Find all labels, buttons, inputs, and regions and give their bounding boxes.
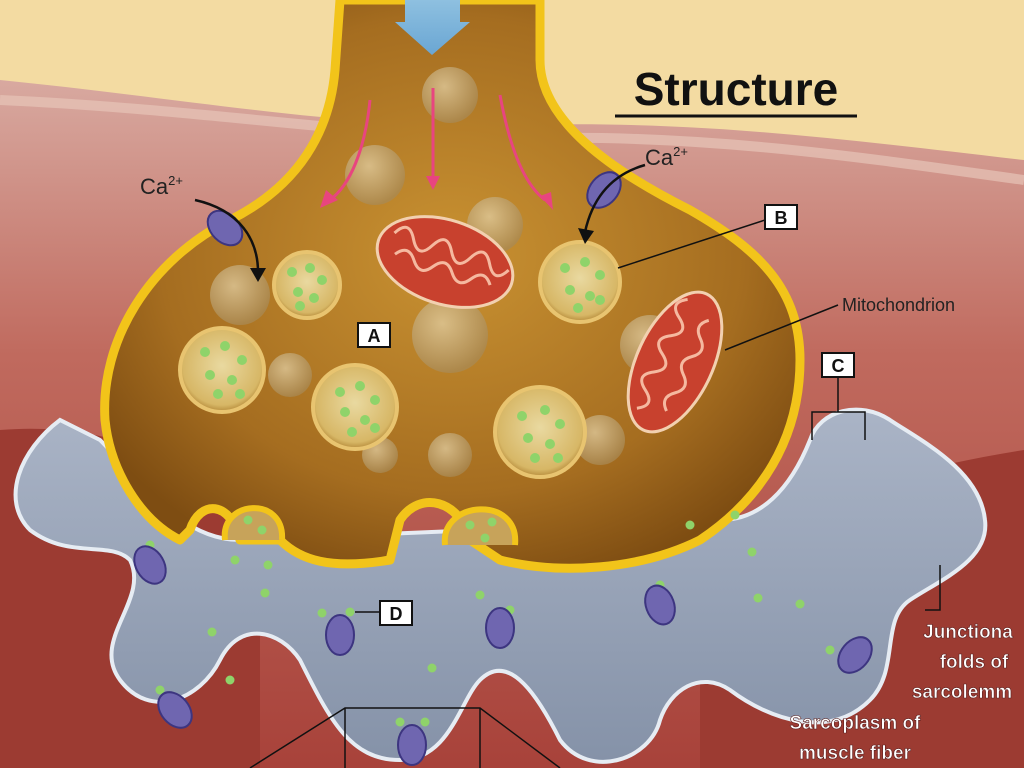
marker-b: B <box>764 204 798 230</box>
leader-lines <box>249 219 941 768</box>
exocytosis-pocket <box>221 505 286 541</box>
marker-a: A <box>357 322 391 348</box>
ca-label-left: Ca2+ <box>140 173 183 199</box>
synaptic-vesicle <box>493 385 587 479</box>
sarcoplasm-label-line1: Sarcoplasm of <box>790 713 922 734</box>
pink-arrowheads <box>320 176 553 210</box>
synaptic-vesicle <box>311 363 399 451</box>
marker-c: C <box>821 352 855 378</box>
marker-b-text: B <box>775 208 788 228</box>
marker-c-text: C <box>832 356 845 376</box>
synaptic-vesicle <box>272 250 342 320</box>
junctional-folds-label-line1: Junctiona <box>923 622 1013 643</box>
ca-label-right: Ca2+ <box>645 144 688 170</box>
calcium-arrow-right <box>578 163 646 244</box>
junctional-folds-label-line3: sarcolemm <box>912 682 1012 703</box>
action-potential-arrow <box>395 0 470 55</box>
synaptic-vesicle <box>538 240 622 324</box>
mitochondrion-right <box>626 290 724 434</box>
mitochondrion-top <box>375 215 515 309</box>
junctional-folds <box>13 407 988 764</box>
junctional-folds-label-line2: folds of <box>940 652 1009 673</box>
marker-d-text: D <box>390 604 403 624</box>
exocytosis-pocket <box>441 506 519 546</box>
calcium-arrow-left <box>194 198 266 282</box>
marker-d: D <box>379 600 413 626</box>
sarcoplasm-label-line2: muscle fiber <box>799 743 912 764</box>
pink-flow-arrows <box>329 88 546 202</box>
mitochondrion-label: Mitochondrion <box>842 295 955 315</box>
marker-a-text: A <box>368 326 381 346</box>
page-title: Structure <box>634 63 838 115</box>
synaptic-vesicle <box>178 326 266 414</box>
